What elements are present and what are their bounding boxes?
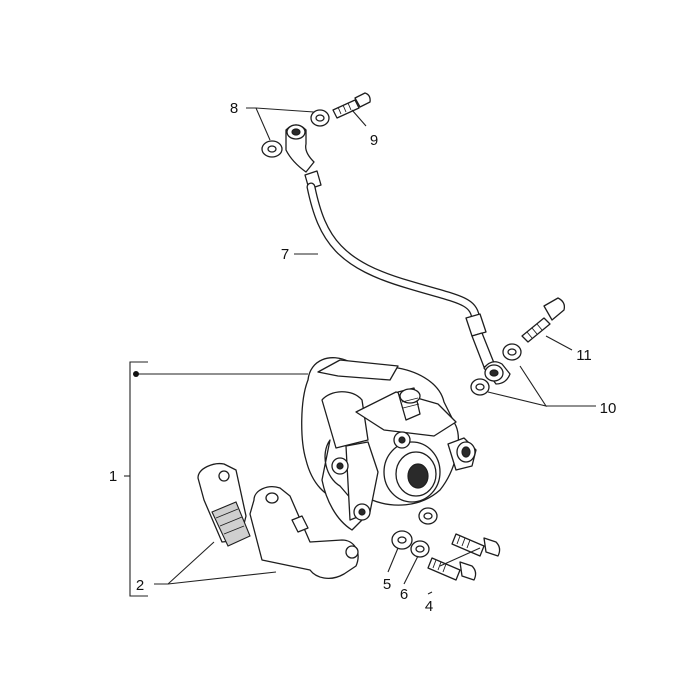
brake-caliper [301,357,477,531]
brake-pad-front [249,486,359,580]
slide-pin-lower [427,557,477,581]
brake-hose [304,170,495,368]
callout-4: 4 [425,598,433,615]
washer-part-5 [391,530,413,550]
banjo-washer-right [310,109,330,127]
callout-1: 1 [109,468,117,485]
banjo-fitting-lower [483,361,511,385]
banjo-fitting-top [285,124,315,173]
callout-9: 9 [370,132,378,149]
brake-pad-rear [197,462,251,547]
banjo-bolt-top [332,92,371,119]
callout-10: 10 [600,400,617,417]
banjo-washer-lower-right [502,343,522,361]
bracket-dot [133,371,139,377]
washer-part-6 [410,540,430,558]
callout-2: 2 [136,577,144,594]
washer-part-6-upper [418,507,438,525]
banjo-washer-left [261,140,283,158]
callout-5: 5 [383,576,391,593]
callout-11: 11 [576,347,592,364]
callout-8: 8 [230,100,238,117]
banjo-bolt-lower [521,297,566,343]
banjo-washer-lower-left [470,378,490,396]
callout-6: 6 [400,586,408,603]
callout-7: 7 [281,246,289,263]
leader-lines [124,107,596,597]
slide-pin-upper [451,533,501,557]
